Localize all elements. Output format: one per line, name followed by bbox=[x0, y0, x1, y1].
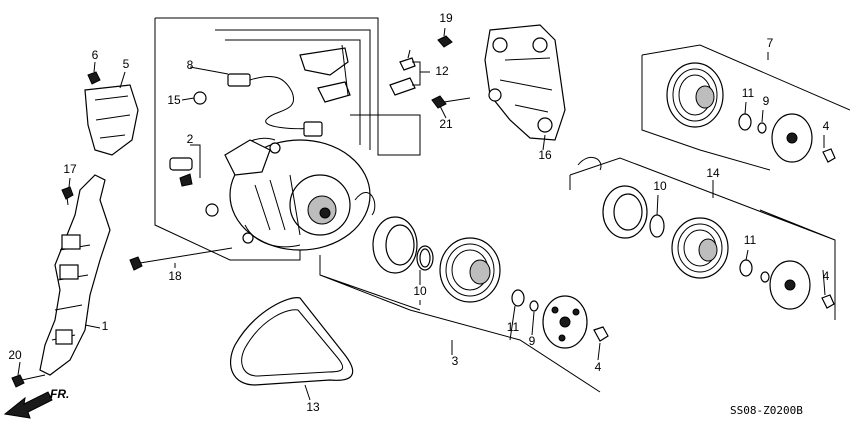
compressor-bracket-part-16 bbox=[484, 24, 566, 141]
pulley-part-14 bbox=[671, 217, 729, 279]
snap-ring-part-11b bbox=[738, 113, 752, 131]
bolt-part-20 bbox=[11, 374, 46, 388]
shim-part-9b bbox=[757, 122, 767, 134]
armature-plate-part-7 bbox=[771, 113, 813, 163]
callout-7: 7 bbox=[767, 36, 774, 50]
nut-part-4b bbox=[822, 148, 836, 163]
callout-18: 18 bbox=[168, 269, 182, 283]
shim-part-9a bbox=[529, 300, 539, 312]
callout-6: 6 bbox=[92, 48, 99, 62]
callout-9a: 9 bbox=[529, 334, 536, 348]
switch-part-2 bbox=[169, 157, 193, 187]
bolt-part-6 bbox=[87, 71, 101, 85]
snap-ring-part-11a bbox=[511, 289, 525, 307]
brackets-part-12 bbox=[389, 49, 416, 96]
callout-1: 1 bbox=[102, 319, 109, 333]
nut-part-4c bbox=[821, 294, 835, 309]
callout-labels: 1 2 3 4 4 4 5 6 7 8 9 9 10 10 11 11 11 1… bbox=[8, 11, 829, 414]
long-bolt-part-18 bbox=[129, 247, 233, 271]
field-coil-part-3 bbox=[354, 192, 418, 274]
leader-lines bbox=[17, 27, 826, 401]
compressor-group-frame bbox=[154, 17, 421, 261]
snap-ring-part-10b bbox=[649, 214, 665, 238]
nut-part-19 bbox=[437, 35, 453, 48]
clutch-kit-14-frame bbox=[569, 157, 836, 320]
callout-10b: 10 bbox=[653, 179, 667, 193]
front-direction-arrow-icon bbox=[3, 391, 53, 419]
callout-21: 21 bbox=[439, 117, 453, 131]
compressor-body bbox=[205, 137, 371, 251]
pulley-part-3 bbox=[439, 237, 501, 303]
callout-15: 15 bbox=[167, 93, 181, 107]
callout-13: 13 bbox=[306, 400, 320, 414]
callout-20: 20 bbox=[8, 348, 22, 362]
bolt-part-17 bbox=[61, 186, 74, 206]
shim-part-9c bbox=[760, 271, 770, 283]
callout-8: 8 bbox=[187, 58, 194, 72]
callout-4b: 4 bbox=[823, 119, 830, 133]
snap-ring-part-11c bbox=[739, 259, 753, 277]
nut-part-4a bbox=[593, 326, 609, 342]
callout-11c: 11 bbox=[744, 233, 757, 247]
clutch-kit-3-frame bbox=[319, 255, 601, 393]
callout-4a: 4 bbox=[595, 360, 602, 374]
bolt-part-21 bbox=[431, 95, 471, 109]
clutch-kit-7-frame bbox=[641, 44, 850, 171]
armature-plate-part-14 bbox=[769, 260, 811, 310]
callout-2: 2 bbox=[187, 132, 194, 146]
armature-plate-part-3 bbox=[542, 295, 588, 349]
callout-3: 3 bbox=[452, 354, 459, 368]
front-direction-label: FR. bbox=[50, 387, 69, 401]
callout-11a: 11 bbox=[507, 320, 520, 334]
wiring-harness-part-8 bbox=[227, 44, 351, 137]
nut-part-15 bbox=[193, 91, 207, 105]
pulley-part-7 bbox=[666, 62, 724, 128]
bracket-part-5 bbox=[84, 84, 139, 156]
callout-4c: 4 bbox=[823, 269, 830, 283]
callout-5: 5 bbox=[123, 57, 130, 71]
heat-shield-part-1 bbox=[39, 174, 111, 376]
callout-19: 19 bbox=[439, 11, 453, 25]
callout-14: 14 bbox=[706, 166, 720, 180]
snap-ring-part-10a bbox=[416, 245, 434, 271]
callout-10a: 10 bbox=[413, 284, 427, 298]
callout-9b: 9 bbox=[763, 94, 770, 108]
diagram-code: SS08-Z0200B bbox=[730, 404, 803, 417]
field-coil-part-14 bbox=[577, 156, 648, 239]
callout-12: 12 bbox=[435, 64, 449, 78]
callout-16: 16 bbox=[538, 148, 552, 162]
callout-11b: 11 bbox=[742, 86, 755, 100]
drive-belt-part-13 bbox=[230, 297, 354, 386]
callout-17: 17 bbox=[63, 162, 77, 176]
